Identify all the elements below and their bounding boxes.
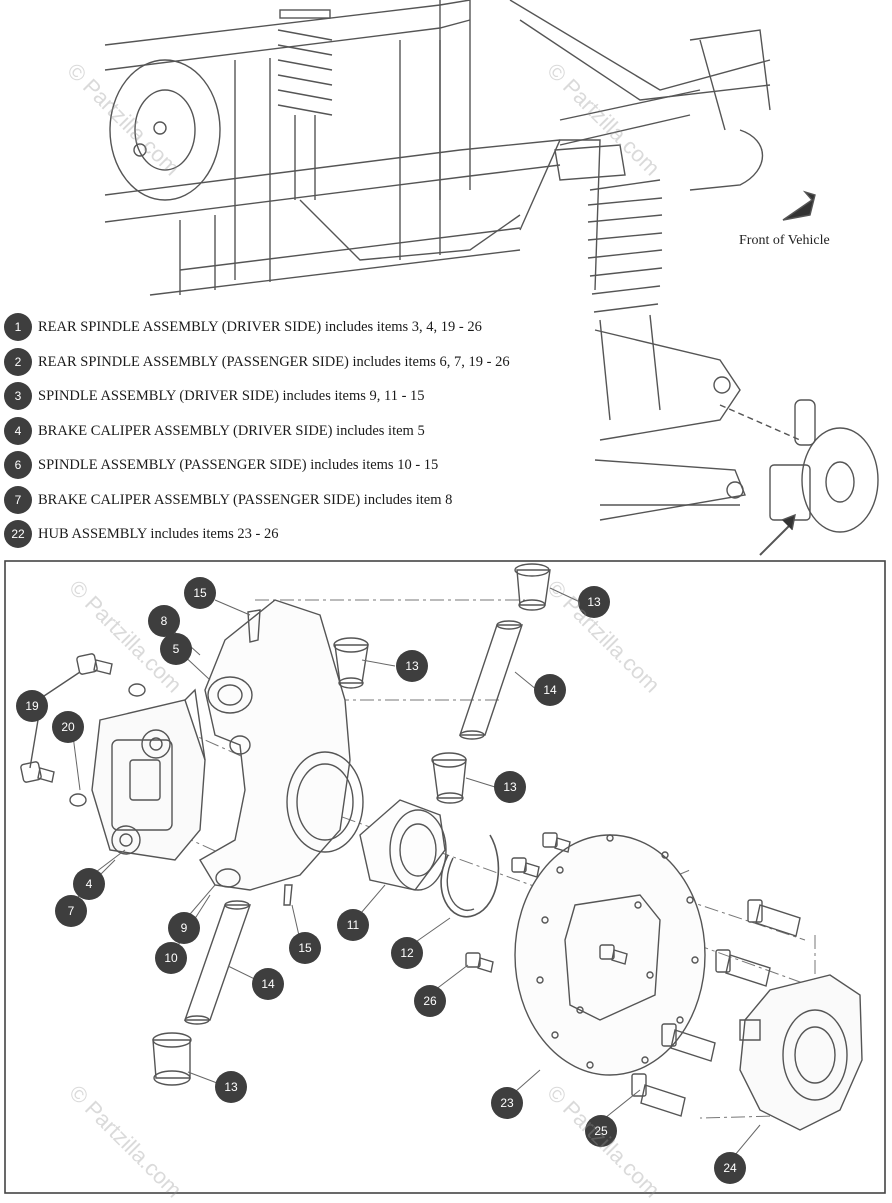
callout-5[interactable]: 5 <box>160 633 192 665</box>
callout-15[interactable]: 15 <box>289 932 321 964</box>
legend-row: 2 REAR SPINDLE ASSEMBLY (PASSENGER SIDE)… <box>4 347 510 377</box>
legend-description: SPINDLE ASSEMBLY (PASSENGER SIDE) includ… <box>38 456 439 473</box>
pins-drawing <box>184 620 523 1025</box>
vehicle-frame-illustration <box>104 0 879 556</box>
legend-number-badge: 2 <box>4 348 32 376</box>
legend-description: SPINDLE ASSEMBLY (DRIVER SIDE) includes … <box>38 387 425 404</box>
legend-number-badge: 6 <box>4 451 32 479</box>
callout-23[interactable]: 23 <box>491 1087 523 1119</box>
legend-description: HUB ASSEMBLY includes items 23 - 26 <box>38 525 279 542</box>
callout-15[interactable]: 15 <box>184 577 216 609</box>
callout-20[interactable]: 20 <box>52 711 84 743</box>
callout-25[interactable]: 25 <box>585 1115 617 1147</box>
callout-12[interactable]: 12 <box>391 937 423 969</box>
callout-14[interactable]: 14 <box>534 674 566 706</box>
callout-4[interactable]: 4 <box>73 868 105 900</box>
caliper-bolts-drawing <box>20 653 146 807</box>
callout-11[interactable]: 11 <box>337 909 369 941</box>
callout-19[interactable]: 19 <box>16 690 48 722</box>
legend-number-badge: 7 <box>4 486 32 514</box>
legend-number-badge: 1 <box>4 313 32 341</box>
legend-row: 7 BRAKE CALIPER ASSEMBLY (PASSENGER SIDE… <box>4 485 452 515</box>
callout-10[interactable]: 10 <box>155 942 187 974</box>
bearing-and-ring-drawing <box>359 799 500 918</box>
legend-row: 6 SPINDLE ASSEMBLY (PASSENGER SIDE) incl… <box>4 450 438 480</box>
legend-number-badge: 3 <box>4 382 32 410</box>
callout-8[interactable]: 8 <box>148 605 180 637</box>
legend-row: 22 HUB ASSEMBLY includes items 23 - 26 <box>4 519 279 549</box>
legend-row: 4 BRAKE CALIPER ASSEMBLY (DRIVER SIDE) i… <box>4 416 425 446</box>
front-of-vehicle-label: Front of Vehicle <box>739 233 830 248</box>
bushings-drawing <box>152 563 551 1086</box>
brake-caliper-drawing <box>91 688 206 861</box>
callout-13[interactable]: 13 <box>215 1071 247 1103</box>
legend-description: BRAKE CALIPER ASSEMBLY (PASSENGER SIDE) … <box>38 491 453 508</box>
legend-number-badge: 4 <box>4 417 32 445</box>
callout-9[interactable]: 9 <box>168 912 200 944</box>
callout-13[interactable]: 13 <box>396 650 428 682</box>
legend-description: REAR SPINDLE ASSEMBLY (PASSENGER SIDE) i… <box>38 353 510 370</box>
legend-row: 1 REAR SPINDLE ASSEMBLY (DRIVER SIDE) in… <box>4 312 482 342</box>
spindle-knuckle-drawing <box>199 599 364 906</box>
studs-and-bolts-drawing <box>465 832 801 1117</box>
callout-14[interactable]: 14 <box>252 968 284 1000</box>
callout-24[interactable]: 24 <box>714 1152 746 1184</box>
legend-number-badge: 22 <box>4 520 32 548</box>
callout-7[interactable]: 7 <box>55 895 87 927</box>
callout-13[interactable]: 13 <box>578 586 610 618</box>
callout-13[interactable]: 13 <box>494 771 526 803</box>
callout-26[interactable]: 26 <box>414 985 446 1017</box>
exploded-view-frame <box>4 560 886 1194</box>
legend-description: REAR SPINDLE ASSEMBLY (DRIVER SIDE) incl… <box>38 318 482 335</box>
wheel-hub-drawing <box>739 974 863 1131</box>
legend-description: BRAKE CALIPER ASSEMBLY (DRIVER SIDE) inc… <box>38 422 425 439</box>
brake-rotor-drawing <box>514 834 706 1076</box>
legend-row: 3 SPINDLE ASSEMBLY (DRIVER SIDE) include… <box>4 381 425 411</box>
